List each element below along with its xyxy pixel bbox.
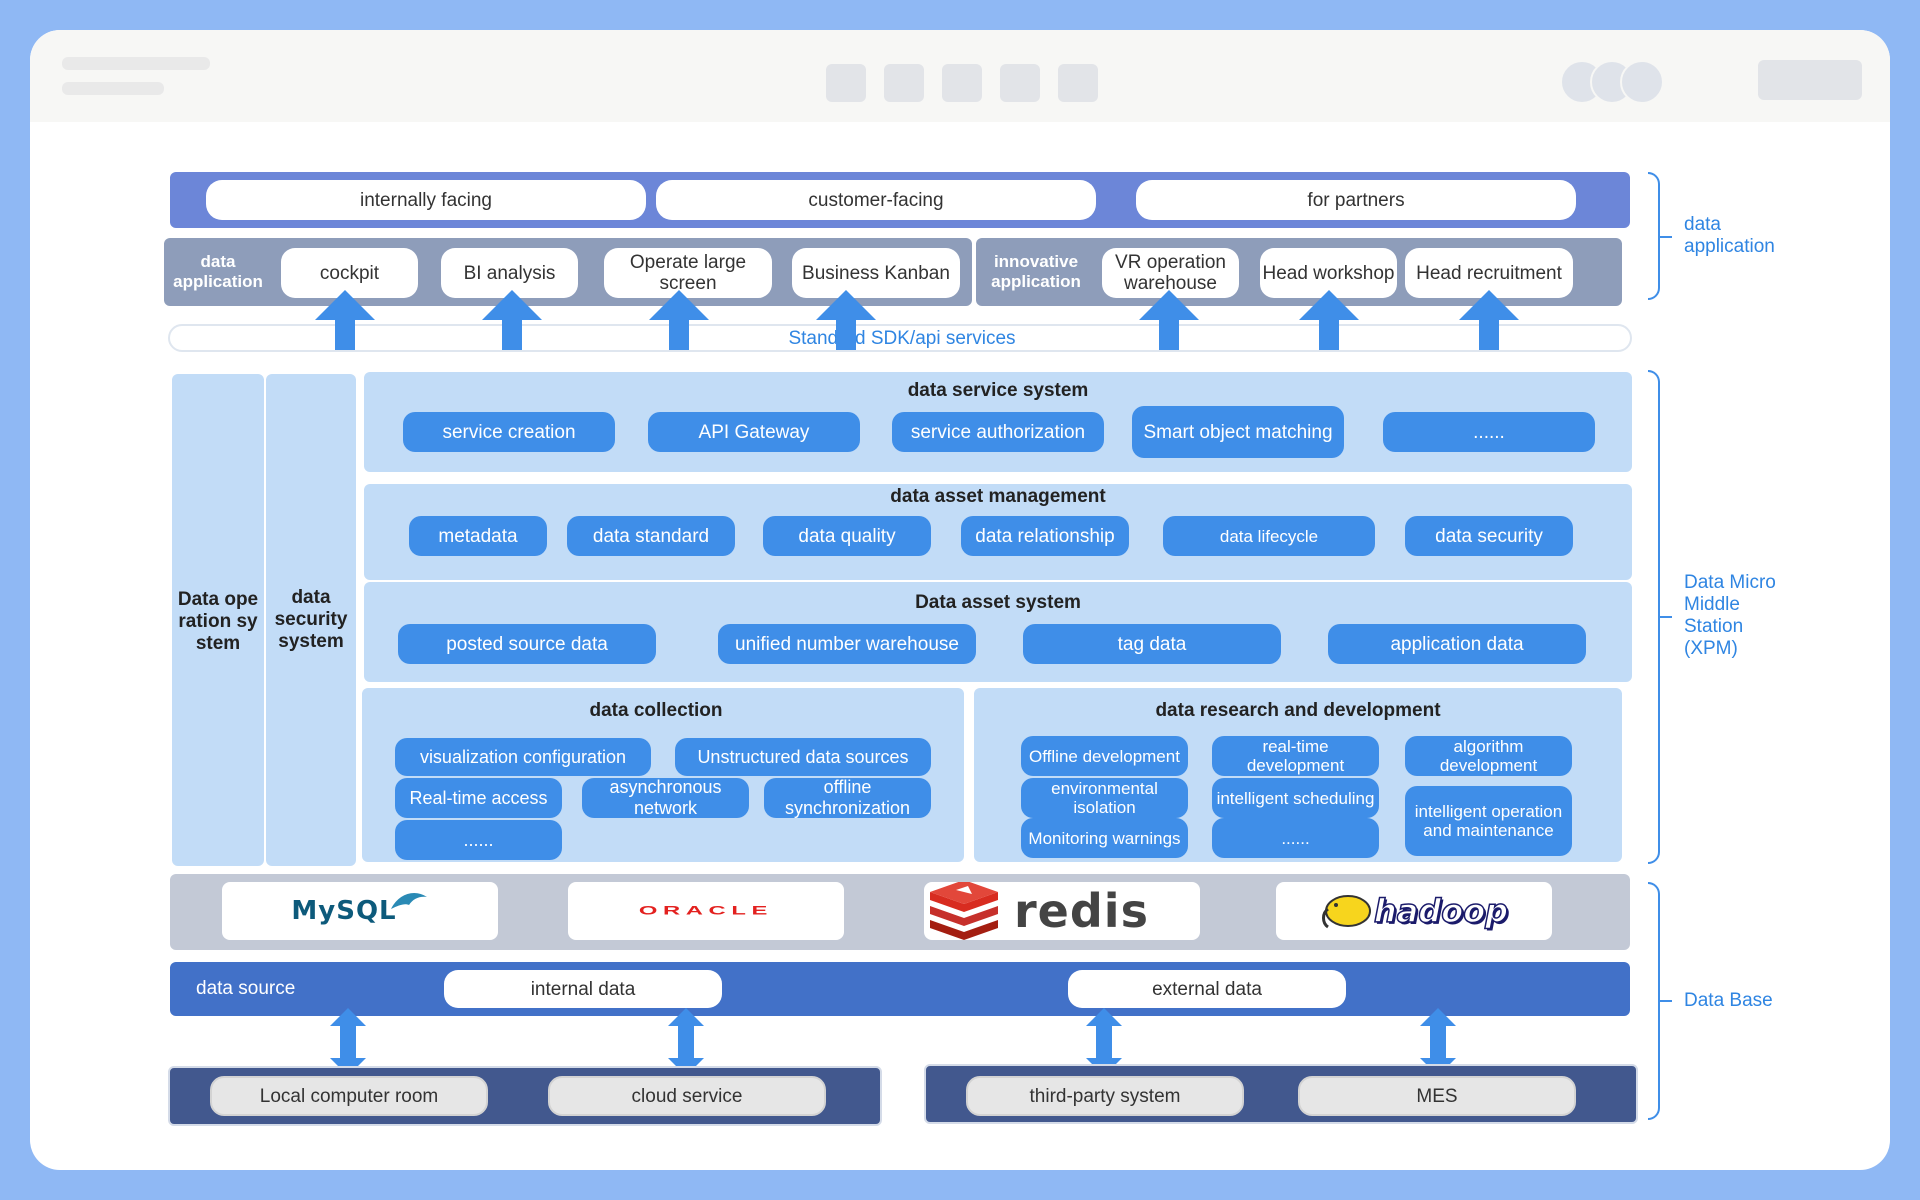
brace-tick xyxy=(1660,236,1672,238)
environmental-isolation-button[interactable]: environmental isolation xyxy=(1021,778,1188,818)
elephant-icon xyxy=(1321,895,1371,929)
xpm-brace xyxy=(1648,370,1660,864)
service-authorization-button[interactable]: service authorization xyxy=(892,412,1104,452)
service-more-button[interactable]: ...... xyxy=(1383,412,1595,452)
collection-more-button[interactable]: ...... xyxy=(395,820,562,860)
smart-object-matching-button[interactable]: Smart object matching xyxy=(1132,406,1344,458)
action-button[interactable] xyxy=(1758,60,1862,100)
local-computer-room-box: Local computer room xyxy=(210,1076,488,1116)
real-time-development-button[interactable]: real-time development xyxy=(1212,736,1379,776)
data-rnd-title: data research and development xyxy=(1155,700,1441,721)
toolbar-button[interactable] xyxy=(1058,64,1098,102)
data-application-brace xyxy=(1648,172,1660,300)
unified-number-warehouse-button[interactable]: unified number warehouse xyxy=(718,624,976,664)
redis-cube-icon xyxy=(930,882,998,940)
tag-data-button[interactable]: tag data xyxy=(1023,624,1281,664)
rnd-more-button[interactable]: ...... xyxy=(1212,818,1379,858)
asynchronous-network-button[interactable]: asynchronous network xyxy=(582,777,749,818)
metadata-button[interactable]: metadata xyxy=(409,516,547,556)
data-asset-system-title: Data asset system xyxy=(915,592,1081,613)
innovative-application-label: innovative application xyxy=(991,252,1081,291)
avatar[interactable] xyxy=(1620,60,1664,104)
api-gateway-button[interactable]: API Gateway xyxy=(648,412,860,452)
tier-for-partners: for partners xyxy=(1136,180,1576,220)
redis-logo: redis xyxy=(924,882,1200,940)
visualization-configuration-button[interactable]: visualization configuration xyxy=(395,738,651,776)
intelligent-scheduling-button[interactable]: intelligent scheduling xyxy=(1212,778,1379,818)
subtitle-placeholder xyxy=(62,82,164,95)
app-head-recruitment[interactable]: Head recruitment xyxy=(1405,248,1573,298)
data-source-band xyxy=(170,962,1630,1016)
data-collection-title: data collection xyxy=(589,700,723,721)
toolbar-button[interactable] xyxy=(826,64,866,102)
mysql-logo-text: MySQL xyxy=(291,896,397,926)
mes-box: MES xyxy=(1298,1076,1576,1116)
dolphin-icon xyxy=(390,893,427,909)
data-standard-button[interactable]: data standard xyxy=(567,516,735,556)
window-toolbar xyxy=(30,30,1890,122)
service-creation-button[interactable]: service creation xyxy=(403,412,615,452)
tier-internally-facing: internally facing xyxy=(206,180,646,220)
hadoop-logo: hadoop xyxy=(1276,882,1552,940)
data-operation-system-column xyxy=(172,374,264,866)
app-bi-analysis[interactable]: BI analysis xyxy=(441,248,578,298)
data-security-system-column xyxy=(266,374,356,866)
hadoop-logo-text: hadoop xyxy=(1373,891,1509,931)
data-source-label: data source xyxy=(196,978,296,999)
data-quality-button[interactable]: data quality xyxy=(763,516,931,556)
data-application-side-label: data application xyxy=(1684,214,1775,257)
cloud-service-box: cloud service xyxy=(548,1076,826,1116)
brace-tick xyxy=(1660,616,1672,618)
sdk-label: Standard SDK/api services xyxy=(788,328,1016,349)
toolbar-button[interactable] xyxy=(942,64,982,102)
data-base-side-label: Data Base xyxy=(1684,990,1773,1011)
toolbar-button[interactable] xyxy=(1000,64,1040,102)
data-operation-system-label: Data operation system xyxy=(177,589,259,654)
oracle-logo-text: ORACLE xyxy=(638,904,774,918)
app-operate-large-screen[interactable]: Operate large screen xyxy=(604,248,772,298)
data-service-system-title: data service system xyxy=(907,380,1089,401)
xpm-side-label: Data Micro Middle Station (XPM) xyxy=(1684,572,1776,659)
app-cockpit[interactable]: cockpit xyxy=(281,248,418,298)
data-security-system-label: data security system xyxy=(274,587,348,652)
mysql-logo: MySQL xyxy=(222,882,498,940)
app-vr-operation-warehouse[interactable]: VR operation warehouse xyxy=(1102,248,1239,298)
title-placeholder xyxy=(62,57,210,70)
sdk-strip xyxy=(168,324,1632,352)
tier-customer-facing: customer-facing xyxy=(656,180,1096,220)
offline-synchronization-button[interactable]: offline synchronization xyxy=(764,777,931,818)
external-data-box: external data xyxy=(1068,970,1346,1008)
data-base-brace xyxy=(1648,882,1660,1120)
data-lifecycle-button[interactable]: data lifecycle xyxy=(1163,516,1375,556)
data-application-label: data application xyxy=(173,252,263,291)
application-data-button[interactable]: application data xyxy=(1328,624,1586,664)
unstructured-data-sources-button[interactable]: Unstructured data sources xyxy=(675,738,931,776)
offline-development-button[interactable]: Offline development xyxy=(1021,736,1188,776)
monitoring-warnings-button[interactable]: Monitoring warnings xyxy=(1021,818,1188,858)
posted-source-data-button[interactable]: posted source data xyxy=(398,624,656,664)
app-business-kanban[interactable]: Business Kanban xyxy=(792,248,960,298)
data-security-button[interactable]: data security xyxy=(1405,516,1573,556)
data-asset-management-title: data asset management xyxy=(890,486,1106,507)
app-head-workshop[interactable]: Head workshop xyxy=(1260,248,1397,298)
real-time-access-button[interactable]: Real-time access xyxy=(395,778,562,818)
toolbar-button[interactable] xyxy=(884,64,924,102)
oracle-logo: ORACLE xyxy=(568,882,844,940)
internal-data-box: internal data xyxy=(444,970,722,1008)
data-relationship-button[interactable]: data relationship xyxy=(961,516,1129,556)
brace-tick xyxy=(1660,1000,1672,1002)
redis-logo-text: redis xyxy=(1014,884,1149,938)
algorithm-development-button[interactable]: algorithm development xyxy=(1405,736,1572,776)
intelligent-operation-maintenance-button[interactable]: intelligent operation and maintenance xyxy=(1405,786,1572,856)
third-party-system-box: third-party system xyxy=(966,1076,1244,1116)
